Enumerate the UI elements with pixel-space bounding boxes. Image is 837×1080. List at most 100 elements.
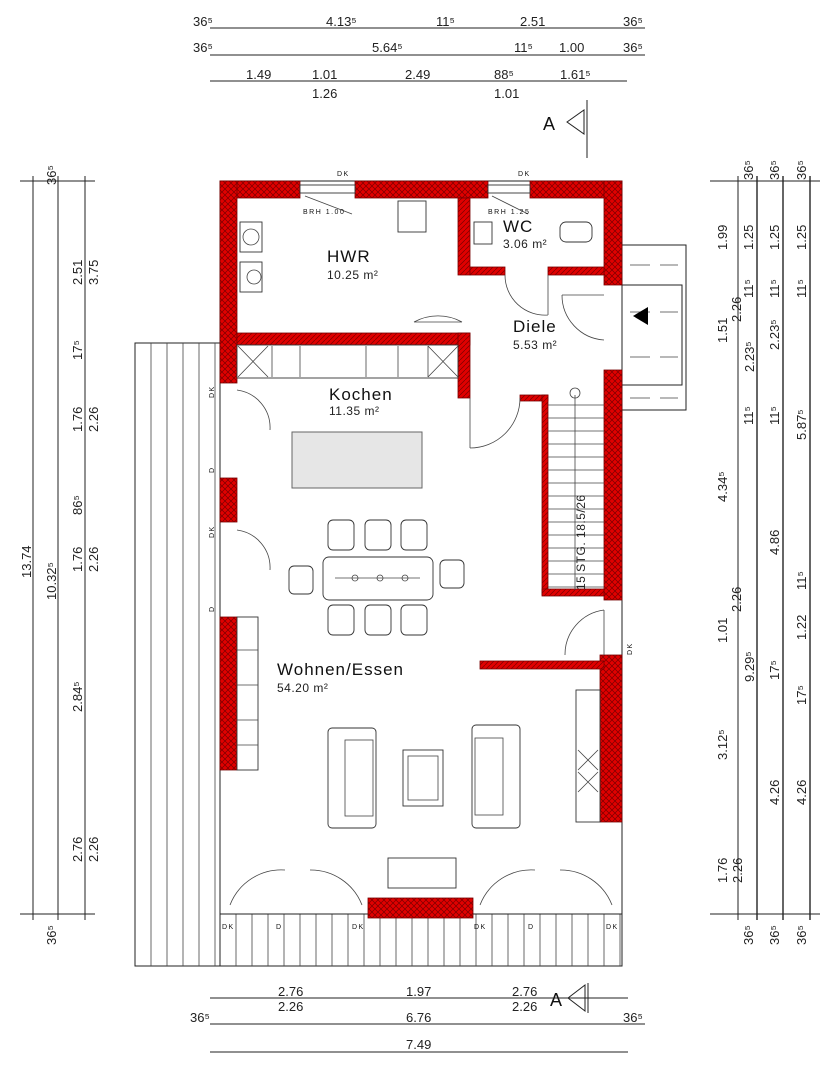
dim-text: 2.23⁵ [742, 341, 757, 372]
dim-text: 4.13⁵ [326, 14, 357, 29]
dim-text: 2.26 [86, 547, 101, 572]
room-area-kochen: 11.35 m² [329, 404, 379, 418]
dim-text: 36⁵ [193, 40, 213, 55]
dim-text: 2.26 [729, 587, 744, 612]
dim-text: 88⁵ [494, 67, 514, 82]
room-area-diele: 5.53 m² [513, 338, 557, 352]
washing-machine [239, 221, 263, 253]
sink [397, 200, 427, 233]
section-letter: A [550, 990, 562, 1010]
dim-text: 11⁵ [741, 279, 756, 298]
dim-text: 1.22 [794, 615, 809, 640]
dim-text: 11⁵ [794, 571, 809, 590]
dim-text: 36⁵ [741, 925, 756, 945]
dim-text: 2.84⁵ [70, 681, 85, 712]
dim-text: 4.34⁵ [715, 471, 730, 502]
dimensions-left: 13.74 10.32⁵ 36⁵ 2.51 17⁵ 1.76 86⁵ 1.76 … [19, 165, 101, 945]
room-name-wc: WC [503, 217, 533, 236]
dim-text: 1.01 [715, 618, 730, 643]
dk-label: DK [209, 385, 216, 398]
dim-text: 11⁵ [767, 406, 782, 425]
dim-text: 11⁵ [436, 14, 455, 29]
dim-text: 36⁵ [44, 925, 59, 945]
dim-text: 1.25 [794, 225, 809, 250]
coffee-table [402, 749, 444, 807]
dim-text: 11⁵ [767, 279, 782, 298]
dim-text: 17⁵ [794, 685, 809, 705]
dim-text: 2.23⁵ [767, 319, 782, 350]
sofa-right [471, 724, 521, 829]
d-label: D [276, 924, 283, 931]
kitchen-counter [236, 344, 459, 379]
dk-label: DK [337, 171, 350, 178]
dim-text: 1.25 [767, 225, 782, 250]
dim-text: 3.75 [86, 260, 101, 285]
dim-text: 10.32⁵ [44, 562, 59, 600]
dim-text: 6.76 [406, 1010, 431, 1025]
dim-text: 86⁵ [70, 495, 85, 515]
dk-label: DK [352, 924, 365, 931]
dk-label: DK [474, 924, 487, 931]
dimensions-bottom: 2.76 1.97 2.76 2.26 2.26 36⁵ 6.76 36⁵ 7.… [190, 984, 643, 1052]
staircase: 15 STG. 18.5/26 [548, 387, 604, 590]
dimensions-right: 1.99 1.51 4.34⁵ 1.01 3.12⁵ 1.76 36⁵ 1.25… [715, 160, 809, 945]
d-label: D [528, 924, 535, 931]
dim-text: 1.25 [741, 225, 756, 250]
dim-text: 5.64⁵ [372, 40, 403, 55]
brh-label: BRH 1.25 [488, 209, 530, 216]
stair-label: 15 STG. 18.5/26 [574, 494, 588, 590]
dim-text: 1.97 [406, 984, 431, 999]
dim-text: 1.49 [246, 67, 271, 82]
dim-text: 1.00 [559, 40, 584, 55]
dining-chair [327, 604, 355, 636]
dim-text: 36⁵ [623, 14, 643, 29]
dim-text: 1.76 [70, 407, 85, 432]
dimensions-top: 36⁵ 4.13⁵ 11⁵ 2.51 36⁵ 36⁵ 5.64⁵ 11⁵ 1.0… [193, 14, 643, 101]
kitchen-island [291, 431, 423, 489]
dim-text: 4.26 [794, 780, 809, 805]
sofa-left [327, 727, 377, 829]
dim-text: 1.76 [70, 547, 85, 572]
dim-text: 2.26 [278, 999, 303, 1014]
dk-label: DK [222, 924, 235, 931]
dining-chair [327, 519, 355, 551]
dimension-lines [20, 27, 820, 1053]
dim-text: 1.01 [312, 67, 337, 82]
dining-chair [288, 565, 314, 595]
dim-text: 1.99 [715, 225, 730, 250]
dim-text: 36⁵ [190, 1010, 210, 1025]
dim-text: 2.76 [278, 984, 303, 999]
dim-text: 2.26 [86, 837, 101, 862]
dining-table [322, 556, 434, 601]
dim-text: 4.86 [767, 530, 782, 555]
dk-label: DK [627, 642, 634, 655]
dim-text: 36⁵ [44, 165, 59, 185]
dim-text: 13.74 [19, 545, 34, 578]
dim-text: 1.76 [715, 858, 730, 883]
dim-text: 2.51 [520, 14, 545, 29]
dim-text: 36⁵ [794, 925, 809, 945]
dim-text: 5.87⁵ [794, 409, 809, 440]
section-mark-top: A [543, 100, 588, 158]
interior-walls [236, 197, 605, 670]
dim-text: 1.61⁵ [560, 67, 591, 82]
dim-text: 17⁵ [70, 340, 85, 360]
dim-text: 36⁵ [193, 14, 213, 29]
room-name-diele: Diele [513, 317, 557, 336]
dining-chair [439, 559, 465, 589]
window-labels: BRH 1.00 BRH 1.25 DK DK DK D DK D DK DK … [209, 171, 634, 931]
room-name-hwr: HWR [327, 247, 371, 266]
dim-text: 36⁵ [794, 160, 809, 180]
section-letter: A [543, 114, 555, 134]
dim-text: 4.26 [767, 780, 782, 805]
dim-text: 9.29⁵ [742, 651, 757, 682]
dim-text: 2.51 [70, 260, 85, 285]
dim-text: 36⁵ [767, 160, 782, 180]
dim-text: 1.51 [715, 318, 730, 343]
d-label: D [209, 605, 216, 612]
dining-chair [364, 519, 392, 551]
sideboard [575, 689, 601, 823]
entrance-porch [621, 244, 687, 411]
d-label: D [209, 466, 216, 473]
